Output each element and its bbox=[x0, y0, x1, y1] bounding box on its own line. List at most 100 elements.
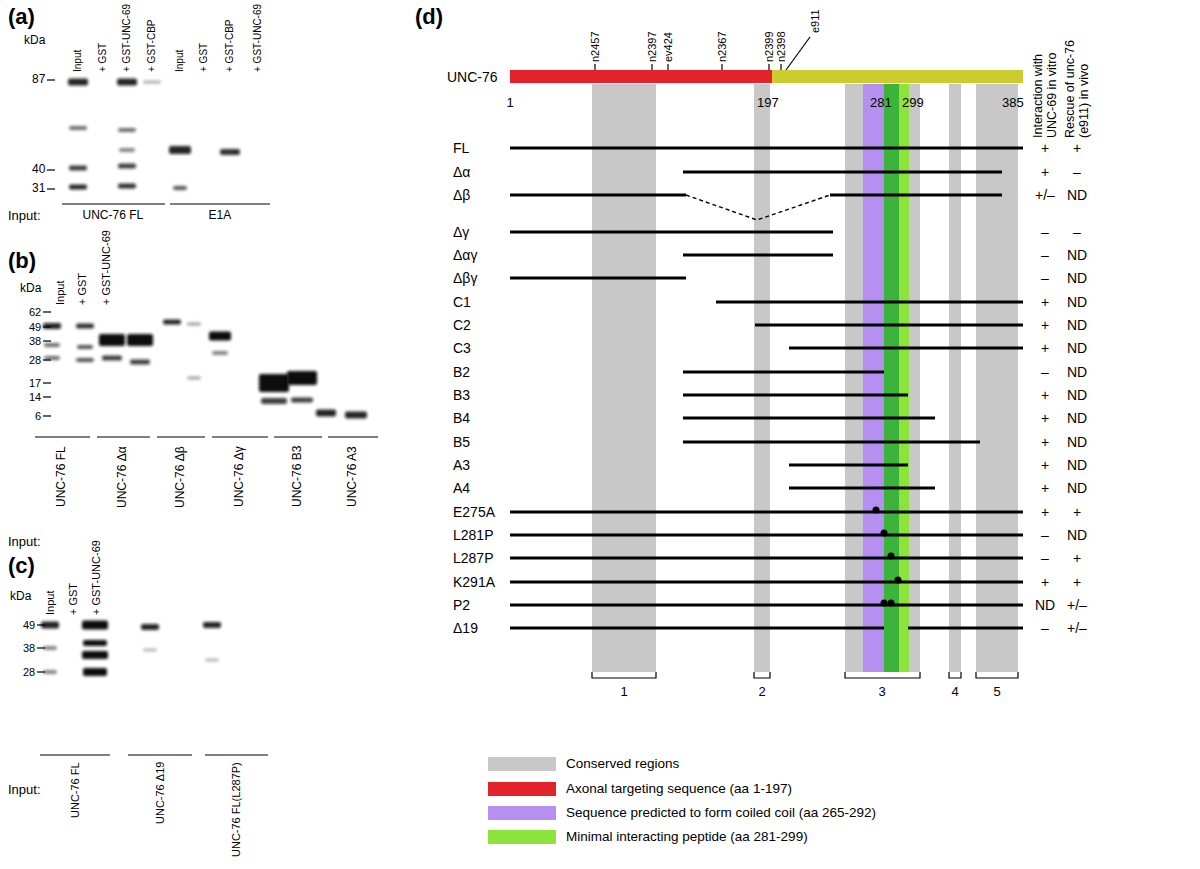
lane-label: Input bbox=[72, 50, 84, 72]
tick-line bbox=[37, 647, 45, 648]
marker-size: 38 bbox=[29, 335, 41, 348]
marker-size: 28 bbox=[23, 666, 35, 679]
region-number: 4 bbox=[952, 685, 959, 700]
gel-band bbox=[76, 324, 94, 329]
point-mutation-dot bbox=[888, 600, 895, 607]
tick-line bbox=[37, 624, 45, 625]
lane-label: + GST bbox=[76, 273, 89, 305]
tick-line bbox=[40, 754, 110, 755]
gel-band bbox=[119, 148, 135, 152]
interaction-result: + bbox=[1041, 140, 1049, 156]
region-band bbox=[592, 84, 656, 672]
construct-name: B5 bbox=[453, 434, 470, 450]
lane-label: + GST-CBP bbox=[146, 19, 158, 72]
rescue-result: ND bbox=[1067, 387, 1087, 403]
gel-band bbox=[143, 649, 157, 652]
interaction-result: – bbox=[1041, 527, 1049, 543]
point-mutation-dot bbox=[873, 507, 880, 514]
construct-line bbox=[683, 254, 833, 257]
interaction-result: + bbox=[1041, 340, 1049, 356]
rescue-result: – bbox=[1073, 224, 1081, 240]
marker-size: 14 bbox=[29, 391, 41, 404]
tick-line bbox=[35, 436, 90, 437]
marker-size: 49 bbox=[29, 321, 41, 334]
construct-line bbox=[789, 487, 935, 490]
rescue-result: + bbox=[1073, 504, 1081, 520]
tick-line bbox=[43, 382, 51, 383]
construct-label: UNC-76 Δα bbox=[116, 446, 130, 508]
gel-band bbox=[143, 81, 161, 84]
region-bracket bbox=[845, 672, 920, 678]
construct-lines bbox=[510, 148, 1023, 628]
gel-band bbox=[187, 323, 201, 326]
gel-band bbox=[345, 412, 367, 419]
input-label: Input: bbox=[8, 535, 41, 550]
legend-swatch bbox=[488, 757, 556, 771]
tick-line bbox=[780, 64, 781, 70]
marker-size: 40 bbox=[32, 163, 45, 177]
tick-line bbox=[43, 340, 51, 341]
tick-line bbox=[47, 169, 55, 170]
axis-unit: kDa bbox=[24, 34, 45, 48]
gel-band bbox=[44, 343, 60, 347]
interaction-result: + bbox=[1041, 317, 1049, 333]
input-label: Input: bbox=[8, 783, 41, 798]
interaction-result: – bbox=[1041, 247, 1049, 263]
tick-line bbox=[43, 326, 51, 327]
tick-line bbox=[43, 396, 51, 397]
gel-band bbox=[69, 166, 87, 171]
tick-line bbox=[43, 311, 51, 312]
construct-name: Δγ bbox=[453, 224, 469, 240]
interaction-result: – bbox=[1041, 224, 1049, 240]
marker-size: 38 bbox=[23, 642, 35, 655]
construct-label: UNC-76 FL bbox=[55, 446, 69, 507]
gel-band bbox=[43, 670, 57, 674]
axis-unit: kDa bbox=[20, 282, 41, 296]
construct-line bbox=[510, 604, 1023, 607]
gel-band bbox=[68, 79, 88, 86]
tick-line bbox=[274, 436, 322, 437]
mutation-allele: n2398 bbox=[775, 31, 788, 62]
tick-line bbox=[47, 188, 55, 189]
marker-size: 62 bbox=[29, 306, 41, 319]
construct-label: UNC-76 FL(L287P) bbox=[230, 762, 243, 857]
gel-band bbox=[169, 146, 191, 154]
protein-name: UNC-76 bbox=[447, 69, 498, 85]
interaction-result: +/– bbox=[1035, 187, 1055, 203]
construct-label: UNC-76 FL bbox=[69, 762, 82, 818]
marker-size: 17 bbox=[29, 377, 41, 390]
gel-band bbox=[220, 149, 240, 155]
interaction-result: – bbox=[1041, 550, 1049, 566]
marker-size: 49 bbox=[23, 619, 35, 632]
gel-band bbox=[83, 640, 107, 646]
lane-label: + GST bbox=[198, 43, 210, 72]
gel-band bbox=[209, 332, 231, 341]
construct-name: Δβ bbox=[453, 187, 470, 203]
column-header: Rescue of unc-76 (e911) in vivo bbox=[1063, 26, 1092, 138]
gel-band bbox=[261, 398, 287, 404]
construct-name: P2 bbox=[453, 597, 470, 613]
mutation-allele: n2397 bbox=[646, 31, 659, 62]
construct-label: UNC-76 A3 bbox=[346, 446, 360, 507]
lane-label: + GST bbox=[97, 43, 109, 72]
mutation-allele: n2399 bbox=[763, 31, 776, 62]
interaction-result: – bbox=[1041, 270, 1049, 286]
region-number: 1 bbox=[621, 685, 628, 700]
gel-band bbox=[99, 334, 125, 346]
rescue-result: ND bbox=[1067, 247, 1087, 263]
construct-line bbox=[789, 464, 908, 467]
construct-line bbox=[908, 627, 1023, 630]
construct-line bbox=[716, 301, 1023, 304]
construct-line bbox=[510, 534, 1023, 537]
construct-line bbox=[683, 394, 908, 397]
interaction-result: – bbox=[1041, 620, 1049, 636]
gel-band bbox=[130, 360, 150, 365]
construct-name: A3 bbox=[453, 457, 470, 473]
tick-line bbox=[43, 415, 51, 416]
panel-letter: (d) bbox=[415, 4, 443, 29]
construct-line bbox=[510, 557, 1023, 560]
panel-letter: (a) bbox=[8, 4, 35, 29]
axis-unit: kDa bbox=[10, 590, 31, 604]
marker-size: 6 bbox=[35, 410, 41, 423]
